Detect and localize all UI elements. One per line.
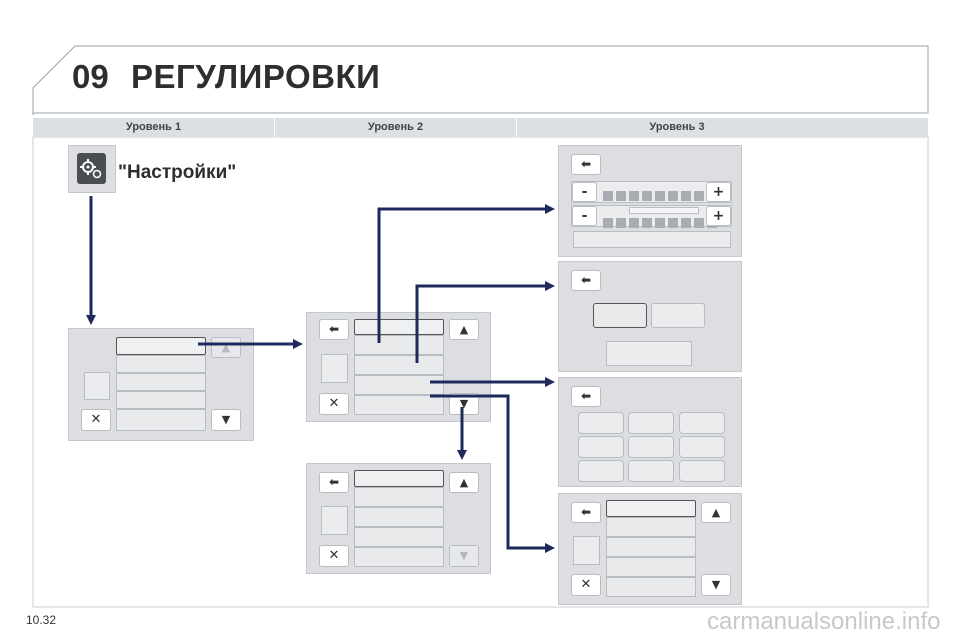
close-icon[interactable]: ✕	[571, 574, 601, 596]
back-arrow-icon[interactable]: ⬅	[571, 154, 601, 175]
grid-cell[interactable]	[628, 412, 674, 434]
down-arrow-icon[interactable]: ▼	[449, 545, 479, 567]
list-row[interactable]	[606, 517, 696, 537]
grid-cell[interactable]	[679, 436, 725, 458]
grid-cell[interactable]	[679, 460, 725, 482]
level-2-screen-top: ⬅ ✕ ▲ ▼	[306, 312, 491, 422]
up-arrow-icon[interactable]: ▲	[449, 319, 479, 340]
up-arrow-icon[interactable]: ▲	[701, 502, 731, 523]
list-row[interactable]	[606, 577, 696, 597]
down-arrow-icon[interactable]: ▼	[211, 409, 241, 431]
arrow-level2-to-options	[415, 281, 555, 363]
back-arrow-icon[interactable]: ⬅	[571, 386, 601, 407]
level-3-screen-sliders: ⬅ - + - +	[558, 145, 742, 257]
level-3-screen-options: ⬅	[558, 261, 742, 372]
level-header-bar: Уровень 1 Уровень 2 Уровень 3	[33, 118, 928, 137]
grid-cell[interactable]	[578, 412, 624, 434]
list-row-selected[interactable]	[116, 337, 206, 355]
page-title: РЕГУЛИРОВКИ	[131, 58, 381, 95]
list-row[interactable]	[354, 547, 444, 567]
list-row[interactable]	[354, 335, 444, 355]
list-row[interactable]	[606, 537, 696, 557]
watermark: carmanualsonline.info	[707, 608, 941, 635]
grid-cell[interactable]	[578, 436, 624, 458]
list-row[interactable]	[354, 395, 444, 415]
page-number: 10.32	[26, 613, 57, 627]
list-row[interactable]	[116, 409, 206, 431]
level-2-screen-bottom: ⬅ ✕ ▲ ▼	[306, 463, 491, 574]
thumbnail-placeholder	[84, 372, 110, 400]
close-icon[interactable]: ✕	[319, 545, 349, 567]
close-icon[interactable]: ✕	[81, 409, 111, 431]
list-row[interactable]	[116, 373, 206, 391]
list-row-selected[interactable]	[354, 470, 444, 487]
settings-tile	[68, 145, 116, 193]
arrow-level2-to-sliders	[377, 204, 555, 343]
down-arrow-icon[interactable]: ▼	[449, 393, 479, 415]
grid-cell[interactable]	[628, 460, 674, 482]
grid-cell[interactable]	[578, 460, 624, 482]
thumbnail-placeholder	[321, 506, 348, 535]
slider-footer-field[interactable]	[573, 231, 731, 248]
list-row[interactable]	[354, 487, 444, 507]
minus-icon[interactable]: -	[572, 206, 597, 226]
list-row[interactable]	[354, 527, 444, 547]
level-3-screen-grid: ⬅	[558, 377, 742, 487]
arrow-level2-to-list	[430, 394, 555, 553]
back-arrow-icon[interactable]: ⬅	[571, 270, 601, 291]
list-row[interactable]	[354, 355, 444, 375]
list-row[interactable]	[606, 557, 696, 577]
chapter-number: 09	[72, 58, 109, 95]
back-arrow-icon[interactable]: ⬅	[571, 502, 601, 523]
list-row[interactable]	[354, 507, 444, 527]
close-icon[interactable]: ✕	[319, 393, 349, 415]
list-row[interactable]	[116, 391, 206, 409]
thumbnail-placeholder	[573, 536, 600, 565]
level-2-label: Уровень 2	[367, 121, 424, 133]
option-button[interactable]	[651, 303, 705, 328]
plus-icon[interactable]: +	[706, 182, 731, 202]
thumbnail-placeholder	[321, 354, 348, 383]
minus-icon[interactable]: -	[572, 182, 597, 202]
level-3-screen-list: ⬅ ✕ ▲ ▼	[558, 493, 742, 605]
list-row-selected[interactable]	[606, 500, 696, 517]
slider-1[interactable]: - +	[571, 181, 732, 203]
list-row[interactable]	[354, 375, 444, 395]
level-1-label: Уровень 1	[125, 121, 182, 133]
level-3-label: Уровень 3	[649, 121, 705, 133]
down-arrow-icon[interactable]: ▼	[701, 574, 731, 596]
slider-2[interactable]: - +	[571, 205, 732, 228]
level-1-screen: ✕ ▲ ▼	[68, 328, 254, 441]
up-arrow-icon[interactable]: ▲	[449, 472, 479, 493]
back-arrow-icon[interactable]: ⬅	[319, 319, 349, 340]
back-arrow-icon[interactable]: ⬅	[319, 472, 349, 493]
up-arrow-icon[interactable]: ▲	[211, 337, 241, 358]
plus-icon[interactable]: +	[706, 206, 731, 226]
list-row-selected[interactable]	[354, 319, 444, 335]
slider-marker	[629, 207, 699, 214]
settings-label: "Настройки"	[118, 162, 237, 183]
list-row[interactable]	[116, 355, 206, 373]
option-field[interactable]	[606, 341, 692, 366]
grid-cell[interactable]	[628, 436, 674, 458]
option-button-selected[interactable]	[593, 303, 647, 328]
settings-gear-icon	[77, 153, 106, 184]
grid-cell[interactable]	[679, 412, 725, 434]
